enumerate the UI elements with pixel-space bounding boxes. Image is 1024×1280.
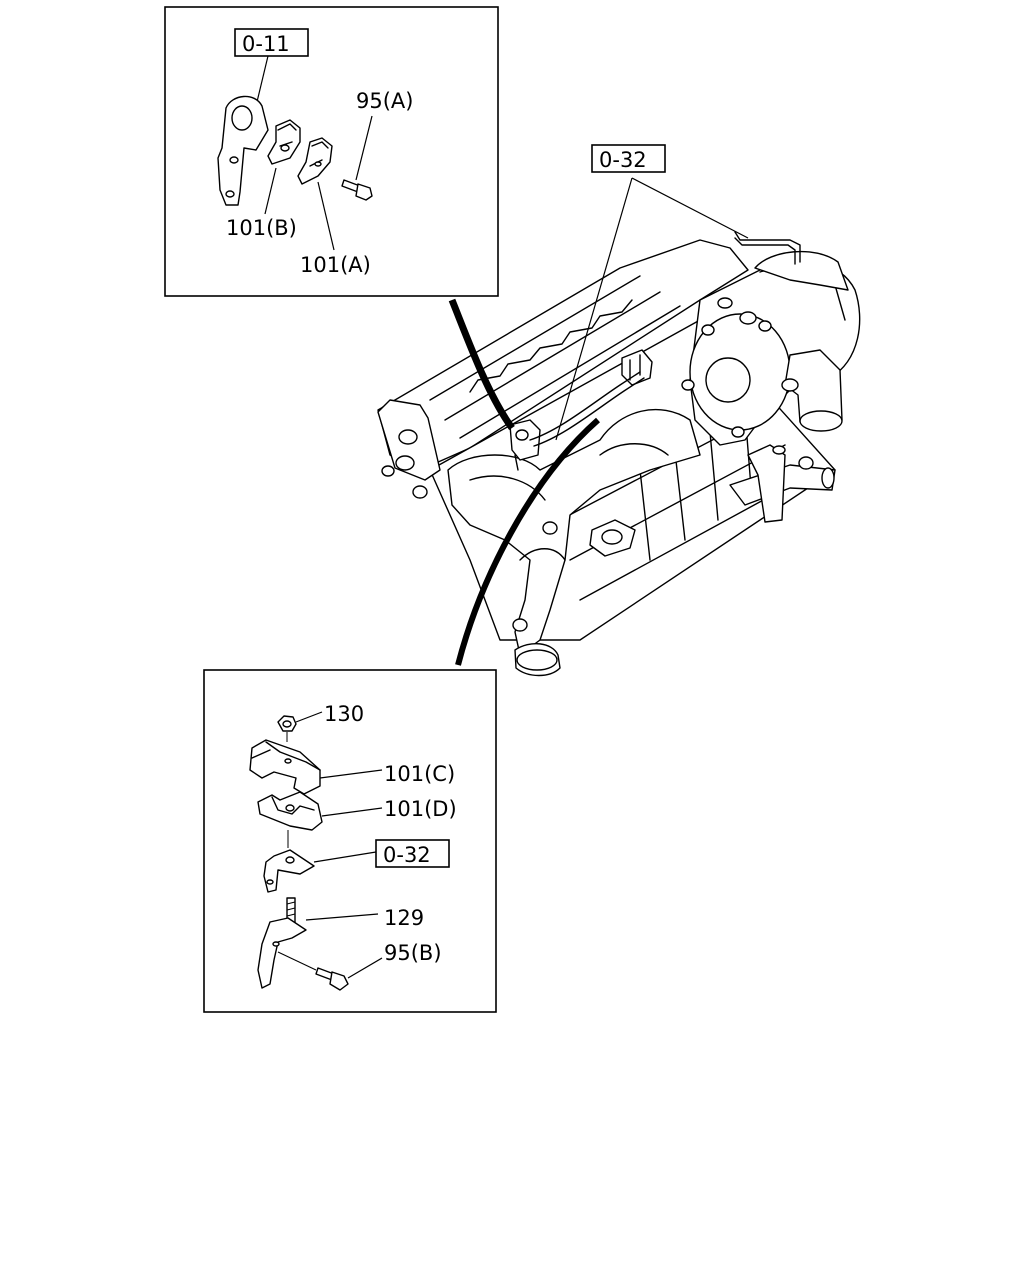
label-95b: 95(B) [384,941,442,965]
ref-label-0-32-bottom: 0-32 [383,843,431,867]
label-129: 129 [384,906,424,930]
engine-ref-callout: 0-32 [591,144,666,173]
label-95a: 95(A) [356,89,413,113]
clamp-101b-part [267,119,301,165]
clamp-101c-part [249,739,321,795]
stud-bracket-part [257,917,307,989]
detail-connectors [448,177,749,666]
label-130: 130 [324,702,364,726]
ref-label-0-32-engine: 0-32 [599,148,647,172]
ref-box-0-11 [234,28,309,57]
ref-label-0-11: 0-11 [242,32,290,56]
detail-inset-top: 0-11 95(A) 101(B) 101(A) [164,6,499,297]
label-101d: 101(D) [384,797,457,821]
bracket-0-32-part [263,849,315,893]
engine-assembly [377,231,861,677]
label-101c: 101(C) [384,762,455,786]
detail-inset-bottom: 0-32 130 101(C) 101(D) 129 95(B) [203,669,497,1013]
label-101b: 101(B) [226,216,297,240]
clamp-101a-part [297,137,333,185]
ref-box-0-32-bottom [375,839,450,868]
label-101a: 101(A) [300,253,371,277]
bracket-part [217,95,269,206]
ref-box-0-32-engine [591,144,666,173]
